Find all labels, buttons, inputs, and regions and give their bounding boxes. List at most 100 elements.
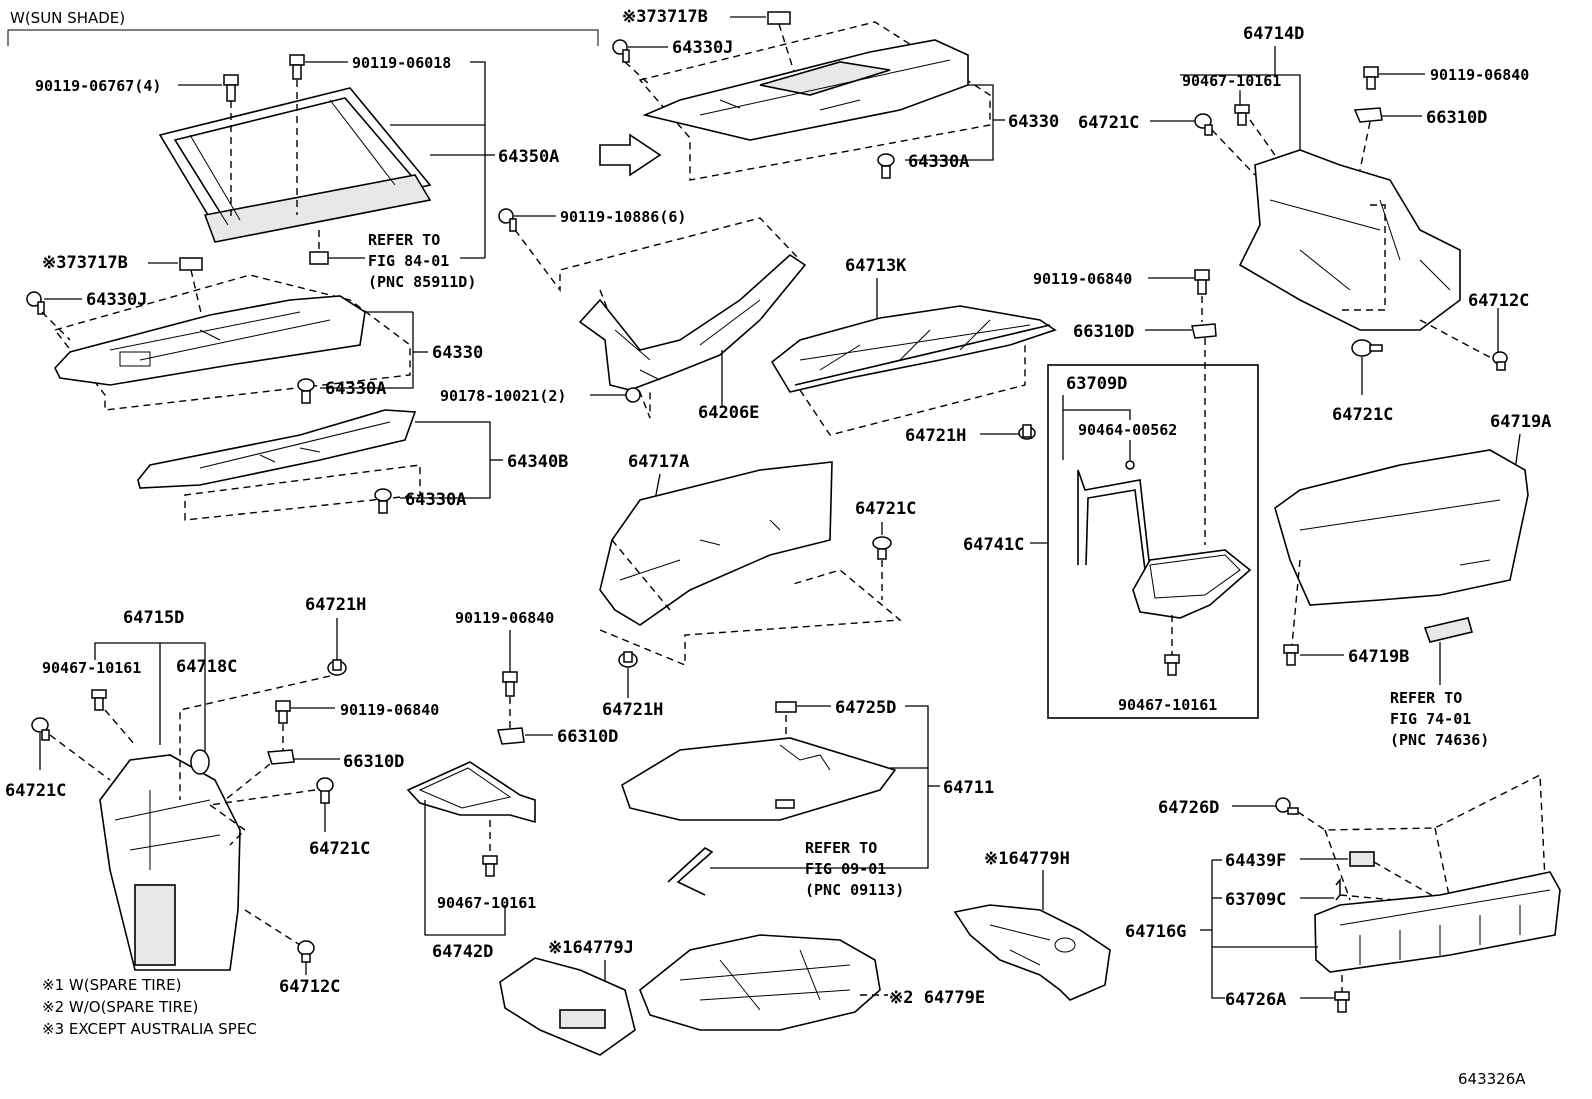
brace-part xyxy=(578,253,807,391)
part-label-63709D: 63709D xyxy=(1066,374,1127,394)
part-label-64719B: 64719B xyxy=(1348,647,1409,667)
part-label-64713K: 64713K xyxy=(845,256,907,276)
part-label-64439F: 64439F xyxy=(1225,851,1286,871)
ref-line2-a: FIG 84-01 xyxy=(368,252,449,270)
bolt-icon xyxy=(223,74,239,102)
figure-code: 643326A xyxy=(1458,1070,1526,1088)
part-label-64712C-top-right: 64712C xyxy=(1468,291,1529,311)
bolt-icon xyxy=(1194,269,1210,295)
ref-line2-b: FIG 09-01 xyxy=(805,860,886,878)
part-label-90119-06840-tray: 90119-06840 xyxy=(455,609,554,627)
tray-frame-part xyxy=(406,761,536,824)
part-label-90119-06840-left: 90119-06840 xyxy=(340,701,439,719)
part-label-64721C-right: 64721C xyxy=(1332,405,1393,425)
part-label-90119-06840-top: 90119-06840 xyxy=(1430,66,1529,84)
part-label-73717B-top: ※373717B xyxy=(622,7,708,27)
part-label-64330A-left: 64330A xyxy=(325,379,386,399)
clip-icon xyxy=(179,257,203,271)
detail-box xyxy=(1047,364,1259,719)
clip-icon xyxy=(190,749,210,775)
part-label-64330J-left: 64330J xyxy=(86,290,147,310)
note-2: ※2 W/O(SPARE TIRE) xyxy=(42,998,198,1016)
part-label-90119-06767: 90119-06767(4) xyxy=(35,77,161,95)
clip-icon xyxy=(309,251,329,265)
part-label-64726D: 64726D xyxy=(1158,798,1219,818)
bracket-part xyxy=(1077,469,1151,571)
quarter-trim-left-part xyxy=(99,754,241,971)
clip-icon xyxy=(775,701,797,713)
part-label-90467-10161-left: 90467-10161 xyxy=(42,659,141,677)
part-label-90119-06018: 90119-06018 xyxy=(352,54,451,72)
clip-icon xyxy=(1334,991,1350,1013)
clip-icon xyxy=(482,855,498,877)
screw-icon xyxy=(1275,797,1299,815)
clip-icon xyxy=(297,378,315,404)
clip-icon xyxy=(625,387,641,403)
clip-icon xyxy=(872,536,892,560)
note-3: ※3 EXCEPT AUSTRALIA SPEC xyxy=(42,1020,257,1038)
bolt-icon xyxy=(275,700,291,724)
part-label-64779H: ※164779H xyxy=(984,849,1070,869)
part-label-90467-10161-box: 90467-10161 xyxy=(1118,696,1217,714)
part-label-66310D-tray: 66310D xyxy=(557,727,618,747)
hook-part xyxy=(667,847,714,896)
screw-icon xyxy=(498,208,517,232)
clip-icon xyxy=(266,749,295,765)
clip-icon xyxy=(297,940,315,963)
part-label-64717A: 64717A xyxy=(628,452,689,472)
part-label-64719A: 64719A xyxy=(1490,412,1551,432)
foam-block-part xyxy=(953,904,1111,1001)
trunk-lid-trim-part xyxy=(1274,449,1529,606)
foam-tray-part xyxy=(639,934,881,1031)
part-label-90178-10021: 90178-10021(2) xyxy=(440,387,566,405)
part-label-90467-10161-tray: 90467-10161 xyxy=(437,894,536,912)
part-label-64340B: 64340B xyxy=(507,452,568,472)
part-label-90119-06840-mid: 90119-06840 xyxy=(1033,270,1132,288)
clip-icon xyxy=(877,153,895,179)
foam-block-part xyxy=(499,957,636,1056)
part-label-90467-10161-top: 90467-10161 xyxy=(1182,72,1281,90)
part-label-64721C-lower-left: 64721C xyxy=(309,839,370,859)
part-label-73717B-left: ※373717B xyxy=(42,253,128,273)
cover-panel-part xyxy=(137,409,417,489)
clip-icon xyxy=(1191,323,1217,339)
part-label-64711: 64711 xyxy=(943,778,994,798)
part-label-64712C-left: 64712C xyxy=(279,977,340,997)
clip-icon xyxy=(767,11,791,25)
part-label-64779E: ※2 64779E xyxy=(889,988,985,1008)
clip-icon xyxy=(374,488,392,514)
part-label-66310D-top: 66310D xyxy=(1426,108,1487,128)
part-label-64350A: 64350A xyxy=(498,147,559,167)
part-label-64742D: 64742D xyxy=(432,942,493,962)
clip-icon xyxy=(1335,877,1341,901)
part-label-64741C: 64741C xyxy=(963,535,1024,555)
ref-line1-a: REFER TO xyxy=(368,231,440,249)
clip-icon xyxy=(1194,113,1213,136)
part-label-64725D: 64725D xyxy=(835,698,896,718)
handle-part xyxy=(1423,617,1473,643)
note-1: ※1 W(SPARE TIRE) xyxy=(42,976,181,994)
ref-line3-b: (PNC 09113) xyxy=(805,881,904,899)
ref-line1-b: REFER TO xyxy=(805,839,877,857)
clip-icon xyxy=(1349,851,1375,867)
ref-line2-c: FIG 74-01 xyxy=(1390,710,1471,728)
side-panel-part xyxy=(599,461,833,626)
clip-icon xyxy=(316,777,334,804)
part-label-64715D: 64715D xyxy=(123,608,184,628)
part-label-64721H-center: 64721H xyxy=(905,426,966,446)
part-label-64721H-left: 64721H xyxy=(305,595,366,615)
part-label-64330J-top: 64330J xyxy=(672,38,733,58)
part-label-64726A: 64726A xyxy=(1225,990,1286,1010)
part-label-90119-10886: 90119-10886(6) xyxy=(560,208,686,226)
bolt-icon xyxy=(1363,66,1379,90)
ref-line3-c: (PNC 74636) xyxy=(1390,731,1489,749)
clip-icon xyxy=(1351,339,1383,357)
part-label-90464-00562: 90464-00562 xyxy=(1078,421,1177,439)
clip-icon xyxy=(91,689,107,711)
arrow-icon xyxy=(599,133,662,177)
part-label-64718C: 64718C xyxy=(176,657,237,677)
clip-icon xyxy=(1234,104,1250,126)
part-label-64779J: ※164779J xyxy=(548,938,634,958)
part-label-64721C-left: 64721C xyxy=(5,781,66,801)
clip-icon xyxy=(1164,654,1180,676)
